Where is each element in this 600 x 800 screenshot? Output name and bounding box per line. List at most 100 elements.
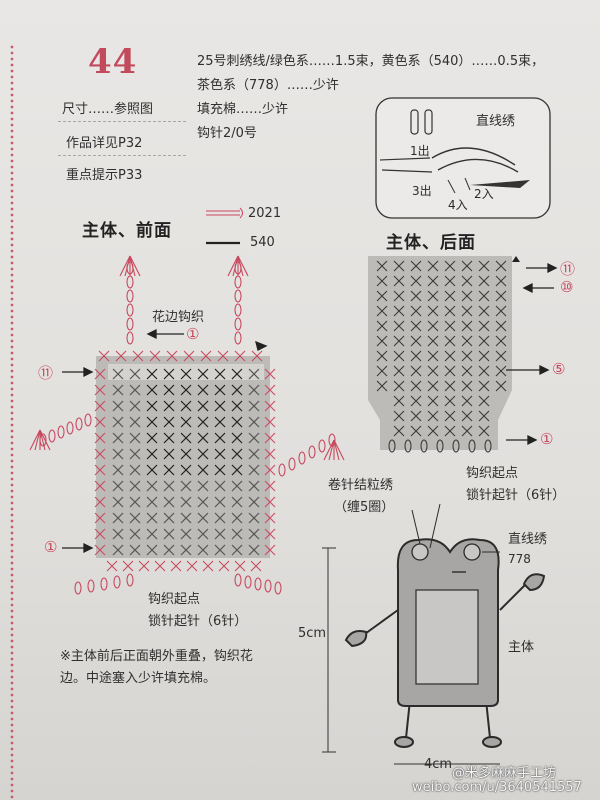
- chain-stitch-mark: [57, 425, 65, 439]
- tassel-strand: [39, 429, 46, 451]
- tassel-strand: [237, 255, 244, 277]
- chain-stitch-mark: [126, 573, 134, 587]
- edge-stitch-mark: [234, 560, 246, 572]
- front-title: 主体、前面: [82, 221, 172, 241]
- materials-line-2: 茶色系（778）……少许: [197, 78, 339, 93]
- edge-stitch-mark: [154, 560, 166, 572]
- chain-stitch-mark: [87, 579, 95, 593]
- back-body-chart: [368, 256, 520, 453]
- chain-stitch-mark: [126, 289, 134, 303]
- watermark-handle: @米多麻麻手工坊: [452, 766, 557, 781]
- frog-illustration: [344, 503, 546, 748]
- size-text: 尺寸……参照图: [62, 102, 154, 117]
- chain-stitch-mark: [254, 577, 262, 591]
- chain-stitch-mark: [298, 451, 306, 465]
- edge-stitch-mark: [218, 560, 230, 572]
- straight-stitch-inset: [375, 97, 551, 219]
- materials-line-4: 钩针2/0号: [197, 126, 257, 141]
- dimension-lines: [322, 547, 500, 765]
- chain-stitch-mark: [274, 581, 282, 595]
- tassel-strand: [333, 439, 340, 461]
- frog-height: 5cm: [298, 626, 327, 641]
- back-marker-11: ⑪: [560, 260, 576, 278]
- tassel-strand: [328, 439, 335, 461]
- tassel-strand: [129, 255, 141, 277]
- chain-stitch-mark: [278, 463, 286, 477]
- chain-stitch-mark: [318, 439, 326, 453]
- tassel-strand: [232, 255, 239, 277]
- edge-stitch-mark: [122, 560, 134, 572]
- edge-stitch-mark: [170, 560, 182, 572]
- back-marker-1: ①: [540, 430, 554, 448]
- chain-stitch-mark: [126, 331, 134, 345]
- front-start-line-1: 钩织起点: [148, 592, 201, 607]
- chain-stitch-mark: [234, 303, 242, 317]
- inset-in-2: 2入: [474, 187, 494, 201]
- chain-stitch-mark: [126, 303, 134, 317]
- inset-title: 直线绣: [476, 114, 516, 129]
- tassel-strand: [39, 429, 51, 451]
- tips-page-ref: 重点提示P33: [66, 168, 143, 183]
- front-body-chart: [29, 255, 345, 595]
- back-marker-5: ⑤: [552, 360, 566, 378]
- chain-stitch-mark: [234, 573, 242, 587]
- divider: [58, 121, 186, 122]
- chain-stitch-mark: [264, 579, 272, 593]
- frog-straight-stitch-color: 778: [508, 552, 531, 566]
- tassel-strand: [333, 439, 345, 461]
- inset-out-1: 1出: [410, 144, 430, 158]
- chain-stitch-mark: [126, 317, 134, 331]
- french-knot-wraps: （缠5圈）: [334, 500, 395, 515]
- edge-stitch-mark: [250, 560, 262, 572]
- legend-color-1: 2021: [248, 206, 282, 221]
- tassel-strand: [34, 429, 41, 451]
- pattern-number: 44: [88, 42, 138, 82]
- chain-stitch-mark: [84, 413, 92, 427]
- front-marker-11: ⑪: [38, 364, 54, 382]
- front-marker-1-bottom: ①: [44, 538, 58, 556]
- inset-out-3: 3出: [412, 184, 432, 198]
- assembly-note: ※主体前后正面朝外重叠，钩织花边。中途塞入少许填充棉。: [60, 649, 253, 686]
- frog-width: 4cm: [424, 757, 453, 772]
- back-start-line-2: 锁针起针（6针）: [466, 488, 566, 503]
- tassel-strand: [119, 255, 131, 277]
- divider: [58, 155, 186, 156]
- inset-in-4: 4入: [448, 198, 468, 212]
- back-marker-10: ⑩: [560, 278, 574, 296]
- tassel-strand: [29, 429, 41, 451]
- front-marker-1-top: ①: [186, 325, 200, 343]
- page-border-dots: [8, 44, 16, 800]
- front-edge-label: 花边钩织: [152, 310, 205, 325]
- chain-stitch-mark: [75, 417, 83, 431]
- tassel-strand: [323, 439, 335, 461]
- frog-body-label: 主体: [508, 640, 535, 655]
- chain-stitch-mark: [244, 575, 252, 589]
- chain-stitch-mark: [66, 421, 74, 435]
- front-start-line-2: 锁针起针（6针）: [148, 614, 248, 629]
- frog-straight-stitch-label: 直线绣: [508, 532, 548, 547]
- work-page-ref: 作品详见P32: [66, 136, 143, 151]
- edge-stitch-mark: [138, 560, 150, 572]
- chain-stitch-mark: [113, 575, 121, 589]
- row-arrows: [62, 262, 558, 554]
- edge-stitch-mark: [202, 560, 214, 572]
- materials-line-3: 填充棉……少许: [197, 102, 289, 117]
- chain-stitch-mark: [48, 429, 56, 443]
- chain-stitch-mark: [234, 275, 242, 289]
- legend-color-2: 540: [250, 235, 275, 250]
- watermark-url: weibo.com/u/3640541557: [412, 780, 582, 795]
- chain-stitch-mark: [288, 457, 296, 471]
- edge-stitch-mark: [186, 560, 198, 572]
- back-start-line-1: 钩织起点: [466, 466, 519, 481]
- chain-stitch-mark: [234, 331, 242, 345]
- chain-stitch-mark: [234, 317, 242, 331]
- chain-stitch-mark: [74, 581, 82, 595]
- chain-stitch-mark: [100, 577, 108, 591]
- chain-stitch-mark: [308, 445, 316, 459]
- tassel-strand: [237, 255, 249, 277]
- tassel-strand: [129, 255, 136, 277]
- edge-stitch-mark: [106, 560, 118, 572]
- tassel-strand: [227, 255, 239, 277]
